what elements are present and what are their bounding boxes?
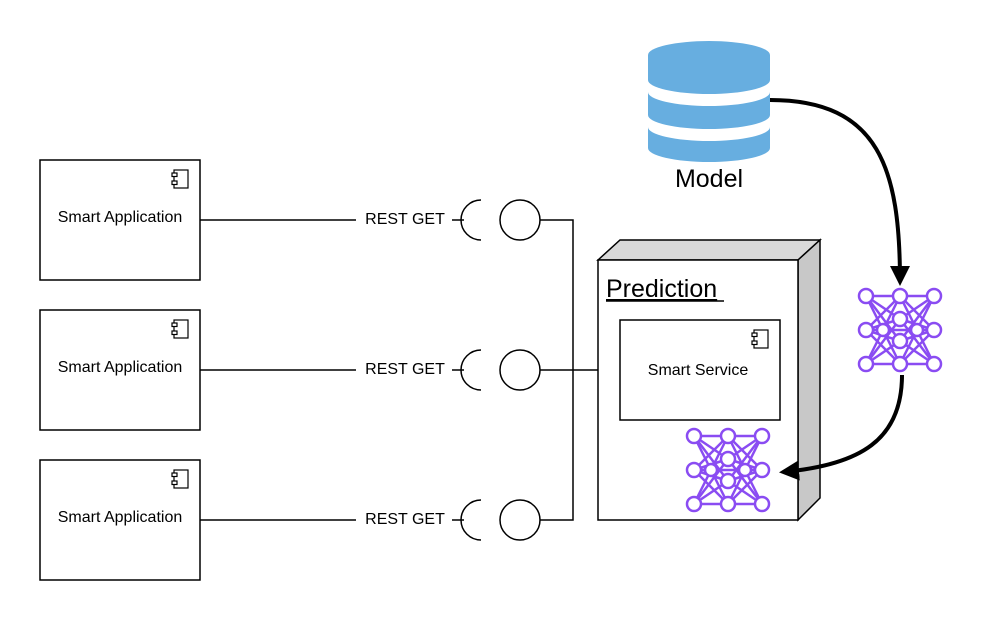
smart-application-2[interactable]: Smart Application <box>39 309 201 431</box>
required-interface-socket <box>460 199 482 241</box>
arrow-icon <box>779 374 904 481</box>
app-label: Smart Application <box>58 209 183 226</box>
provided-interface[interactable] <box>499 499 541 541</box>
neural-network-icon <box>685 427 771 513</box>
database-icon <box>648 41 770 162</box>
smart-service[interactable]: Smart Service <box>619 319 781 421</box>
provided-interface[interactable] <box>499 349 541 391</box>
component-icon <box>751 329 769 349</box>
provided-interface[interactable] <box>499 199 541 241</box>
component-icon <box>171 169 189 189</box>
node-title: Prediction <box>606 275 717 303</box>
app-label: Smart Application <box>58 359 183 376</box>
connector-label: REST GET <box>365 211 445 228</box>
required-interface-socket <box>460 349 482 391</box>
required-interface-socket <box>460 499 482 541</box>
connector-label: REST GET <box>365 511 445 528</box>
smart-application-3[interactable]: Smart Application <box>39 459 201 581</box>
app-label: Smart Application <box>58 509 183 526</box>
model-label: Model <box>675 165 743 193</box>
smart-application-1[interactable]: Smart Application <box>39 159 201 281</box>
model-database[interactable]: Model <box>648 41 770 193</box>
service-label: Smart Service <box>648 362 749 379</box>
arrow-icon <box>769 98 910 286</box>
component-icon <box>171 469 189 489</box>
connector-label: REST GET <box>365 361 445 378</box>
neural-network-icon <box>857 287 943 373</box>
component-icon <box>171 319 189 339</box>
